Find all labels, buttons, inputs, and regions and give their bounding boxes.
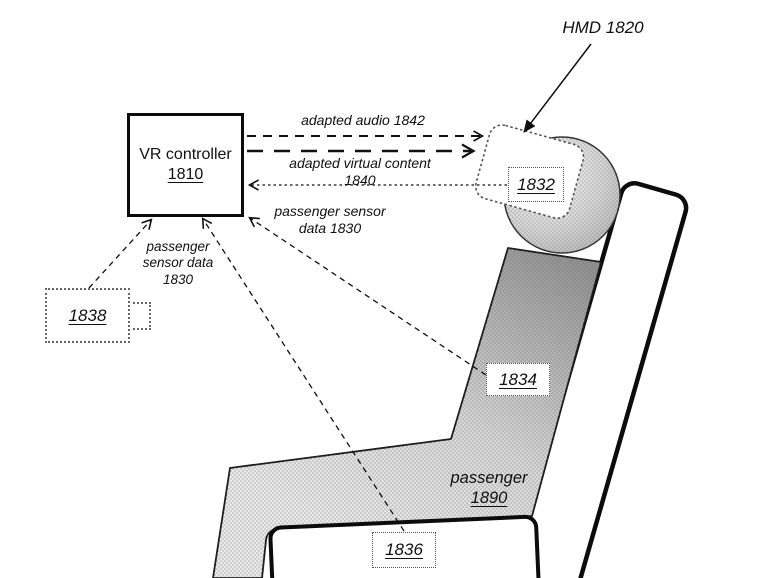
passenger-sensor-data-label-left: passenger sensor data 1830 [134,239,222,288]
sensor-left-line2: sensor data [142,255,214,271]
ref-1832-text: 1832 [517,174,555,194]
adapted-audio-label: adapted audio 1842 [301,112,425,128]
ref-box-1836: 1836 [372,532,436,568]
sensor-arrow-from-1834 [248,216,487,376]
vr-controller-label: VR controller [139,146,232,163]
sensor-right-line1: passenger sensor [274,203,386,219]
passenger-ref: 1890 [470,489,508,508]
seat-bench [268,514,542,578]
sensor-left-line3: 1830 [162,271,194,287]
ref-1834-text: 1834 [499,369,537,389]
ref-box-1832: 1832 [508,167,564,202]
sensor-arrow-from-camera-1838 [88,218,153,289]
vr-controller-ref: 1810 [167,166,204,183]
passenger-body-texture [213,248,601,578]
adapted-virtual-content-label: adapted virtual content 1840 [289,155,431,189]
vr-controller-box: VR controller 1810 [127,113,244,217]
ref-1836-text: 1836 [385,540,423,559]
ref-1838-text: 1838 [68,305,107,325]
passenger-label: passenger 1890 [440,468,538,508]
ref-box-1834: 1834 [486,363,550,396]
sensor-arrow-from-1836 [201,217,405,532]
hmd-label: HMD 1820 [562,18,644,37]
camera-lens [128,302,151,330]
sensor-left-line1: passenger [146,239,210,254]
sensor-right-line2: data 1830 [298,220,362,237]
hmd-pointer-arrow [523,43,592,133]
passenger-word: passenger [450,469,528,487]
passenger-sensor-data-label-right: passenger sensor data 1830 [270,203,390,237]
camera-sensor: 1838 [45,288,130,343]
